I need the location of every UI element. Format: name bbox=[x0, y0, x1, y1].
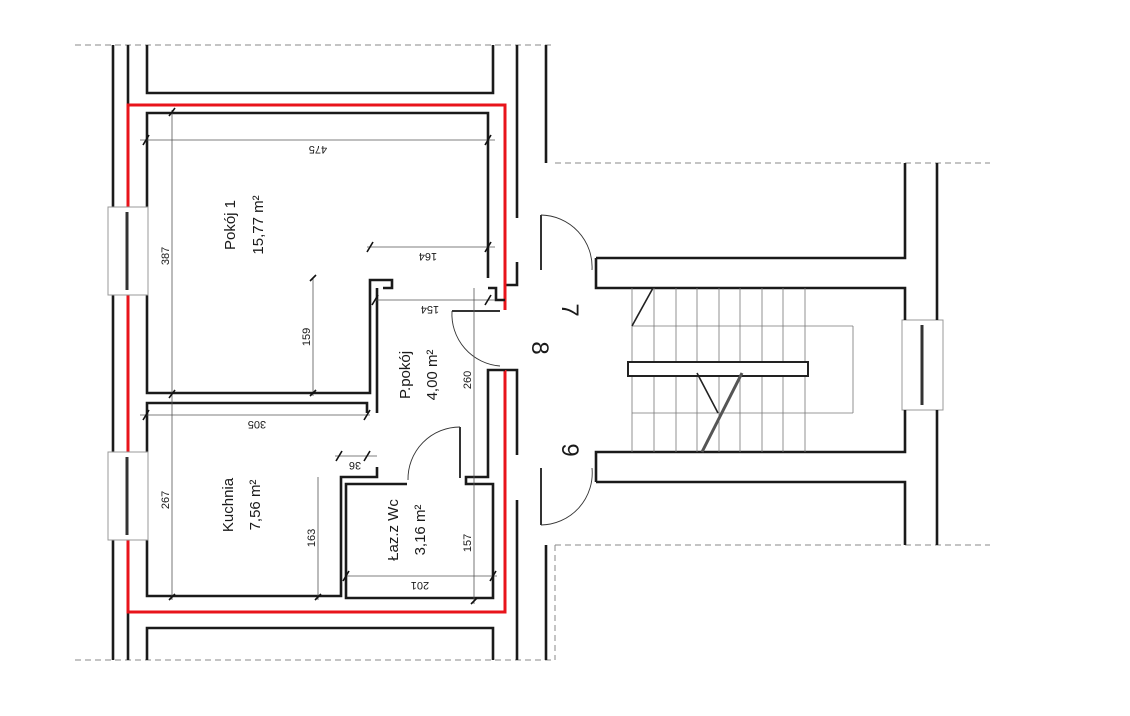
dim-164: 164 bbox=[419, 250, 437, 262]
lazienka-walls bbox=[344, 368, 505, 600]
interior-walls bbox=[145, 111, 505, 600]
staircase bbox=[594, 163, 939, 545]
dim-387: 387 bbox=[160, 247, 172, 265]
room-name-kuchnia: Kuchnia bbox=[220, 477, 237, 532]
dim-475: 475 bbox=[309, 143, 327, 155]
apartment-outline bbox=[126, 103, 507, 614]
apartment-number-8: 8 bbox=[526, 341, 553, 354]
room-area-kuchnia: 7,56 m² bbox=[247, 480, 264, 531]
exterior-walls bbox=[111, 45, 548, 660]
room-labels: Pokój 1 15,77 m² Kuchnia 7,56 m² P.pokój… bbox=[220, 195, 441, 560]
doors bbox=[407, 214, 593, 526]
windows bbox=[107, 206, 944, 541]
apartment-numbers: 7 8 9 bbox=[526, 303, 583, 456]
room-name-przedpokoj: P.pokój bbox=[397, 351, 414, 399]
room-area-pokoj1: 15,77 m² bbox=[250, 195, 267, 254]
dim-201: 201 bbox=[411, 579, 429, 591]
room-name-pokoj1: Pokój 1 bbox=[222, 200, 239, 250]
room-name-lazienka: Łaz.z Wc bbox=[385, 499, 402, 561]
dimension-labels: 475 164 154 305 36 201 387 159 260 267 1… bbox=[160, 143, 474, 591]
dim-157: 157 bbox=[462, 534, 474, 552]
apartment-number-9: 9 bbox=[556, 443, 583, 456]
dim-267: 267 bbox=[160, 491, 172, 509]
room-area-lazienka: 3,16 m² bbox=[412, 505, 429, 556]
dimension-lines bbox=[140, 107, 497, 605]
room-area-przedpokoj: 4,00 m² bbox=[424, 350, 441, 401]
pokoj1-walls bbox=[145, 111, 490, 395]
boundary-lines bbox=[75, 44, 990, 661]
dim-154: 154 bbox=[421, 303, 439, 315]
dim-159: 159 bbox=[301, 328, 313, 346]
dim-36: 36 bbox=[349, 459, 361, 471]
apartment-number-7: 7 bbox=[556, 303, 583, 316]
dim-163: 163 bbox=[306, 529, 318, 547]
dim-260: 260 bbox=[462, 371, 474, 389]
stair-railing bbox=[627, 361, 809, 377]
kuchnia-walls bbox=[145, 401, 379, 598]
dim-305: 305 bbox=[248, 418, 266, 430]
